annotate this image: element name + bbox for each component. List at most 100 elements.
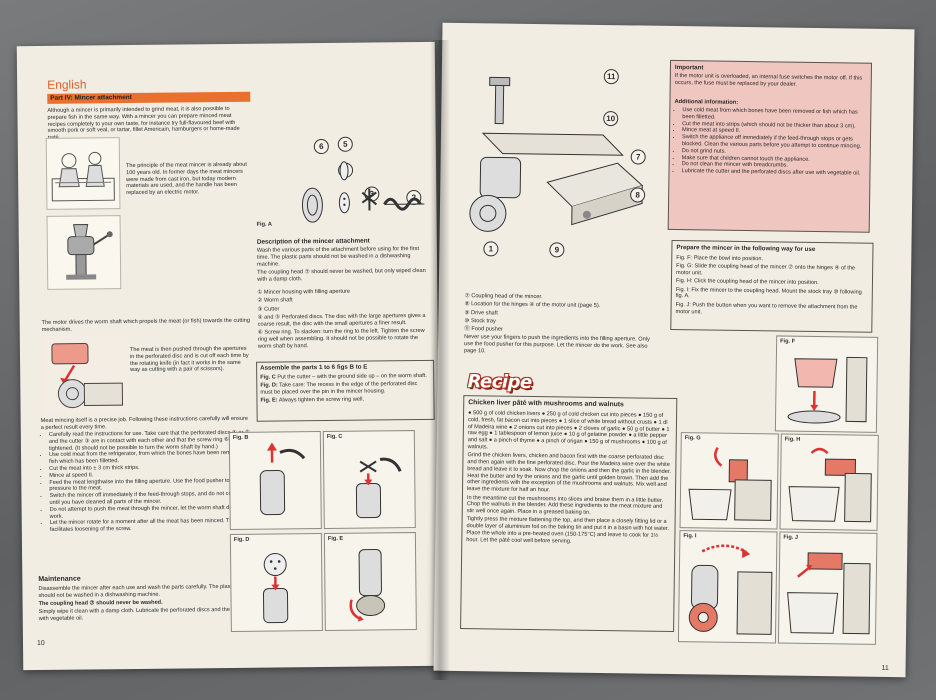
fig-j-label: Fig. J	[783, 534, 799, 541]
fig-b-label: Fig. B	[232, 434, 249, 441]
step-fig: Fig. H:	[675, 278, 693, 285]
maintenance-text: Disassemble the mincer after each use an…	[38, 583, 250, 599]
right-parts-list: ⑦ Coupling head of the mincer. ⑧ Locatio…	[464, 293, 651, 359]
description-text-coupling: The coupling head ⑦ should never be wash…	[257, 267, 426, 283]
tip-item: Let the mincer rotate for a moment after…	[50, 518, 256, 534]
slide-coupling-icon	[688, 446, 772, 521]
description-text: Wash the various parts of the attachment…	[256, 246, 420, 268]
butcher-drawing-icon	[51, 151, 115, 202]
important-text: If the motor unit is overloaded, an inte…	[674, 72, 863, 88]
prepare-title: Prepare the mincer in the following way …	[676, 244, 816, 253]
assembly-b-icon	[259, 442, 306, 516]
recipe-badge: Recipe	[467, 371, 532, 394]
step-text: Always tighten the screw ring well.	[278, 396, 365, 404]
callout-number: 9	[549, 242, 565, 258]
part-description: ③ Cutter	[257, 306, 280, 313]
attachment-diagram: 11 10 7 8 1 9	[451, 63, 654, 266]
step-fig: Fig. C	[260, 374, 276, 381]
step-fig: Fig. G:	[676, 263, 694, 270]
step-text: Place the bowl into position.	[693, 255, 764, 263]
fig-d: Fig. D	[229, 533, 323, 632]
recipe-title: Chicken liver pâté with mushrooms and wa…	[468, 399, 624, 409]
prepare-step: Fig. I: Fix the mincer to the coupling h…	[676, 287, 868, 303]
step-fig: Fig. E:	[260, 397, 278, 405]
butcher-illustration	[45, 137, 121, 210]
assemble-title: Assemble the parts 1 to 6 figs B to E	[260, 363, 368, 372]
callout-number: 11	[603, 68, 619, 85]
recipe-box: Chicken liver pâté with mushrooms and wa…	[460, 395, 678, 633]
fig-c-label: Fig. C	[326, 433, 343, 440]
step-fig: Fig. J:	[675, 301, 691, 309]
wipe-text: Simply wipe it clean with a damp cloth. …	[38, 607, 246, 623]
assemble-steps: Fig. C Put the cutter – with the ground …	[260, 373, 430, 406]
fig-g: Fig. G	[679, 432, 779, 530]
fig-f: Fig. F	[774, 335, 879, 433]
page-number-left: 10	[36, 639, 45, 648]
assemble-step: Fig. E: Always tighten the screw ring we…	[260, 396, 430, 405]
assemble-step: Fig. D: Take care: The recess in the edg…	[260, 381, 430, 396]
prepare-steps: Fig. F: Place the bowl into position. Fi…	[675, 255, 868, 320]
fig-f-label: Fig. F	[780, 338, 796, 345]
part-description: ④ and ⑤ Perforated discs. The disc with …	[257, 312, 426, 328]
fig-c: Fig. C	[322, 430, 416, 530]
additional-list: Use cold meat from which bones have been…	[673, 107, 868, 178]
assembly-d-icon	[262, 553, 289, 624]
place-bowl-icon	[787, 356, 868, 424]
description-section: Wash the various parts of the attachment…	[257, 246, 429, 285]
parts-list: ① Mincer housing with filling aperture ②…	[257, 288, 430, 352]
prepare-step: Fig. J: Push the button when you want to…	[675, 302, 867, 318]
maintenance-section: Disassemble the mincer after each use an…	[38, 584, 252, 625]
callout-number: 1	[483, 241, 499, 257]
electric-mincer-icon	[51, 343, 124, 409]
fig-b: Fig. B	[228, 431, 322, 531]
fig-i-label: Fig. I	[683, 533, 697, 540]
callout-number: 7	[630, 149, 646, 165]
pushed-text: The meat is then pushed through the aper…	[129, 345, 249, 374]
additional-title: Additional information:	[674, 98, 739, 106]
prepare-box: Prepare the mincer in the following way …	[670, 239, 874, 333]
history-text: The principle of the meat mincer is alre…	[125, 161, 247, 197]
prepare-step: Fig. G: Slide the coupling head of the m…	[676, 263, 868, 279]
motor-mincer-illustration	[43, 335, 129, 414]
fig-d-label: Fig. D	[233, 536, 250, 543]
intro-paragraph: Although a mincer is primarily intended …	[47, 105, 240, 141]
additional-item: Lubricate the cutter and the perforated …	[681, 168, 867, 177]
important-box: Important If the motor unit is overloade…	[667, 59, 873, 233]
description-title: Description of the mincer attachment	[256, 237, 370, 246]
fig-h-label: Fig. H	[784, 436, 801, 443]
pusher-note: Never use your fingers to push the ingre…	[463, 334, 650, 355]
fig-h: Fig. H	[779, 433, 879, 531]
mincing-tips-list: Carefully read the instructions for use.…	[41, 430, 256, 534]
page-number-right: 11	[881, 664, 889, 673]
left-page: English Part IV: Mincer attachment Altho…	[16, 41, 442, 671]
motor-text: The motor drives the worm shaft which pr…	[41, 317, 250, 333]
recipe-ingredients: ● 500 g of cold chicken livers ● 250 g o…	[467, 410, 670, 451]
fig-i: Fig. I	[677, 530, 778, 644]
maintenance-title: Maintenance	[38, 575, 81, 584]
important-title: Important	[674, 63, 704, 72]
recipe-body: ● 500 g of cold chicken livers ● 250 g o…	[466, 410, 672, 548]
assembly-c-icon	[355, 457, 402, 519]
step-fig: Fig. D:	[260, 382, 278, 389]
tip-item: Carefully read the instructions for use.…	[49, 430, 255, 453]
step-text: Put the cutter – with the ground side up…	[277, 372, 427, 381]
fig-e-label: Fig. E	[327, 535, 344, 542]
assemble-step: Fig. C Put the cutter – with the ground …	[260, 373, 430, 382]
recipe-method: In the meantime cut the mushrooms into s…	[466, 494, 664, 517]
recipe-method: Grind the chicken livers, chicken and ba…	[466, 452, 672, 494]
fig-a-label: Fig. A	[256, 221, 272, 228]
assembly-e-icon	[349, 548, 386, 622]
hand-mincer-icon	[66, 223, 113, 280]
release-button-icon	[787, 552, 871, 635]
fig-j: Fig. J	[777, 531, 878, 645]
recipe-method: Tightly press the mixture flattening the…	[466, 516, 669, 545]
step-text: Take care: The recess in the edge of the…	[260, 381, 418, 396]
hand-mincer-illustration	[46, 215, 122, 290]
step-text: Click the coupling head of the mincer in…	[693, 278, 819, 287]
step-fig: Fig. I:	[675, 286, 690, 293]
part-heading: Part IV: Mincer attachment	[47, 91, 251, 104]
fig-g-label: Fig. G	[684, 435, 701, 442]
step-text: Slide the coupling head of the mincer ⑦ …	[676, 263, 856, 277]
fix-mincer-icon	[688, 544, 773, 635]
step-text: Fix the mincer to the coupling head. Mou…	[675, 286, 862, 300]
